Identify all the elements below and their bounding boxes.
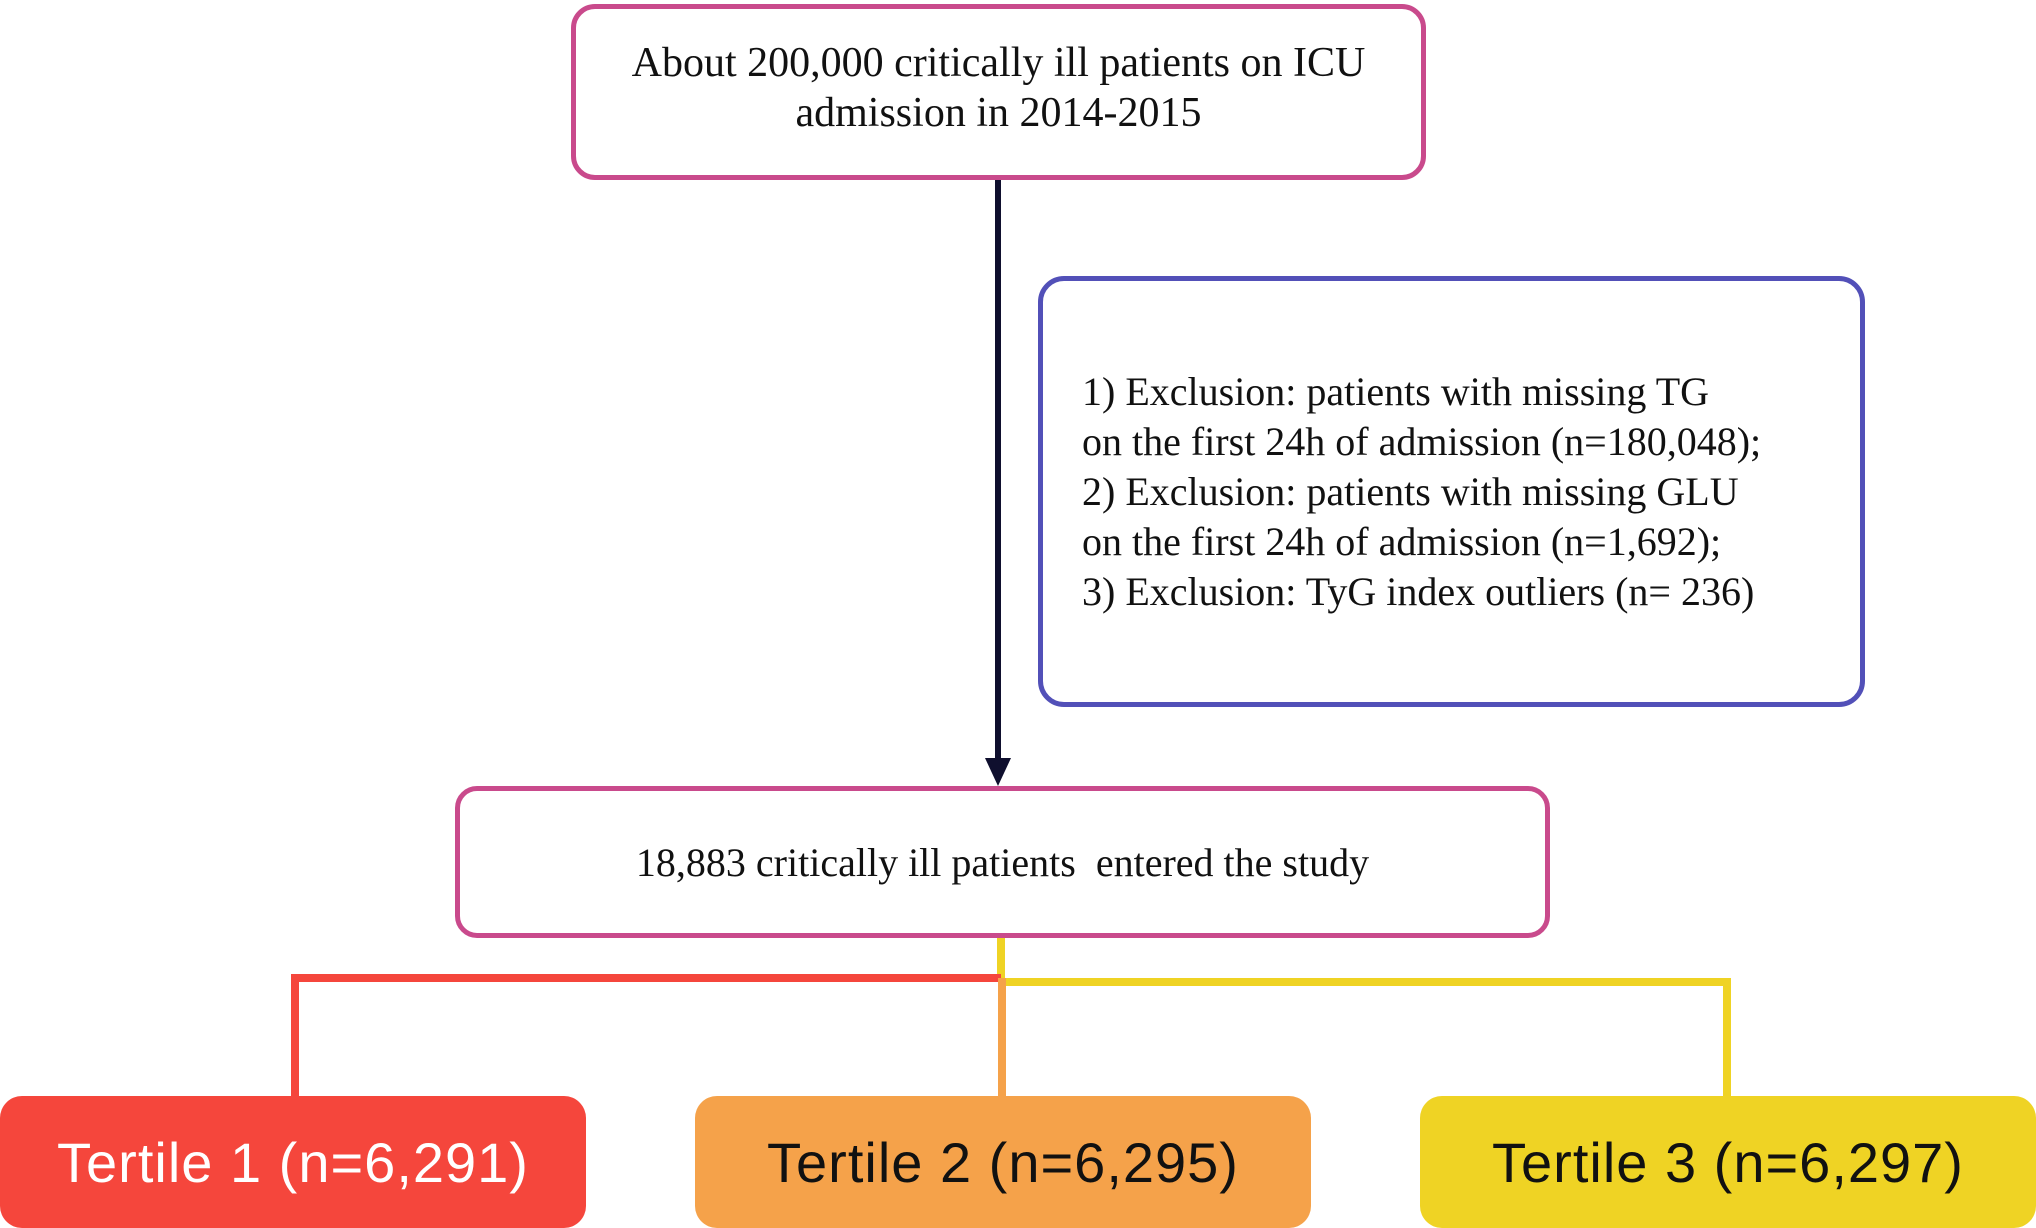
connector-right bbox=[1001, 978, 1731, 1096]
tertile-3-box: Tertile 3 (n=6,297) bbox=[1420, 1096, 2036, 1228]
connector-left bbox=[291, 974, 1001, 1096]
source-line-2: admission in 2014-2015 bbox=[795, 90, 1202, 136]
source-population-text: About 200,000 critically ill patients on… bbox=[632, 38, 1366, 146]
exclusion-line: 2) Exclusion: patients with missing GLU bbox=[1082, 469, 1739, 514]
source-population-box: About 200,000 critically ill patients on… bbox=[571, 4, 1426, 180]
tertile-2-box: Tertile 2 (n=6,295) bbox=[695, 1096, 1311, 1228]
study-population-text: 18,883 critically ill patients entered t… bbox=[635, 839, 1370, 885]
exclusion-line: on the first 24h of admission (n=1,692); bbox=[1082, 519, 1722, 564]
exclusion-criteria-box: 1) Exclusion: patients with missing TG o… bbox=[1038, 276, 1865, 707]
exclusion-line: 1) Exclusion: patients with missing TG bbox=[1082, 369, 1710, 414]
main-arrow-head bbox=[985, 758, 1011, 786]
study-population-box: 18,883 critically ill patients entered t… bbox=[455, 786, 1550, 938]
exclusion-list: 1) Exclusion: patients with missing TG o… bbox=[1043, 281, 1761, 617]
tertile-1-box: Tertile 1 (n=6,291) bbox=[0, 1096, 586, 1228]
exclusion-line: 3) Exclusion: TyG index outliers (n= 236… bbox=[1082, 569, 1755, 614]
exclusion-line: on the first 24h of admission (n=180,048… bbox=[1082, 419, 1762, 464]
source-line-1: About 200,000 critically ill patients on… bbox=[631, 40, 1366, 86]
